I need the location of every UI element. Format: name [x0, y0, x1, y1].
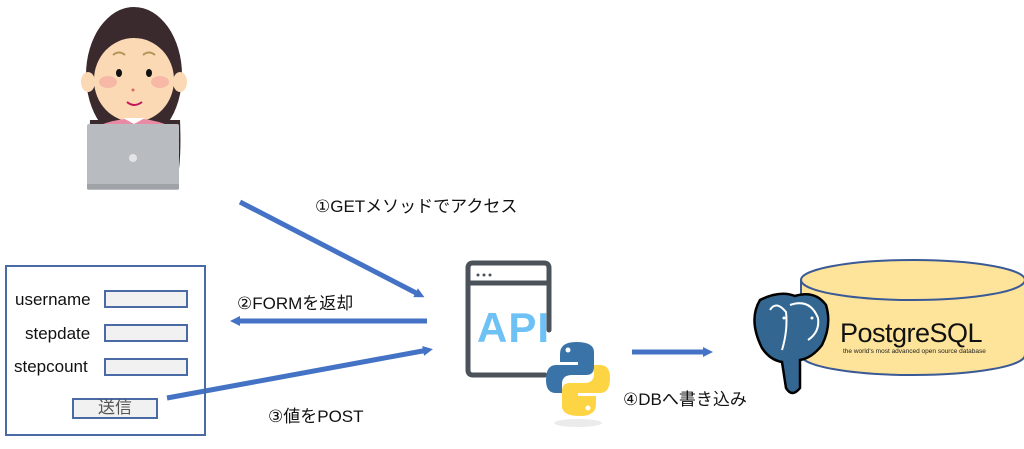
step2-label: ②FORMを返却: [237, 294, 354, 313]
arrow-post: [166, 345, 433, 401]
api-label: API: [477, 304, 551, 351]
step4-label: ④DBへ書き込み: [623, 390, 747, 409]
step3-label: ③値をPOST: [268, 407, 364, 426]
username-input[interactable]: [104, 290, 188, 308]
python-logo-icon: [546, 342, 610, 427]
stepcount-input[interactable]: [104, 358, 188, 376]
postgresql-tagline: the world's most advanced open source da…: [843, 348, 986, 355]
arrow-get: [238, 199, 425, 298]
woman-with-laptop-icon: [81, 7, 187, 190]
step1-label: ①GETメソッドでアクセス: [315, 197, 518, 216]
postgresql-name: PostgreSQL: [840, 318, 983, 348]
post-form: [5, 265, 206, 436]
field-label-stepdate: stepdate: [25, 324, 91, 343]
submit-button[interactable]: 送信: [72, 398, 158, 419]
browser-window-icon: [465, 260, 552, 378]
field-label-username: username: [15, 290, 91, 309]
database-cylinder-icon: [800, 259, 1024, 376]
stepdate-input[interactable]: [104, 324, 188, 342]
postgresql-elephant-icon: [753, 292, 830, 395]
field-label-stepcount: stepcount: [14, 357, 88, 376]
